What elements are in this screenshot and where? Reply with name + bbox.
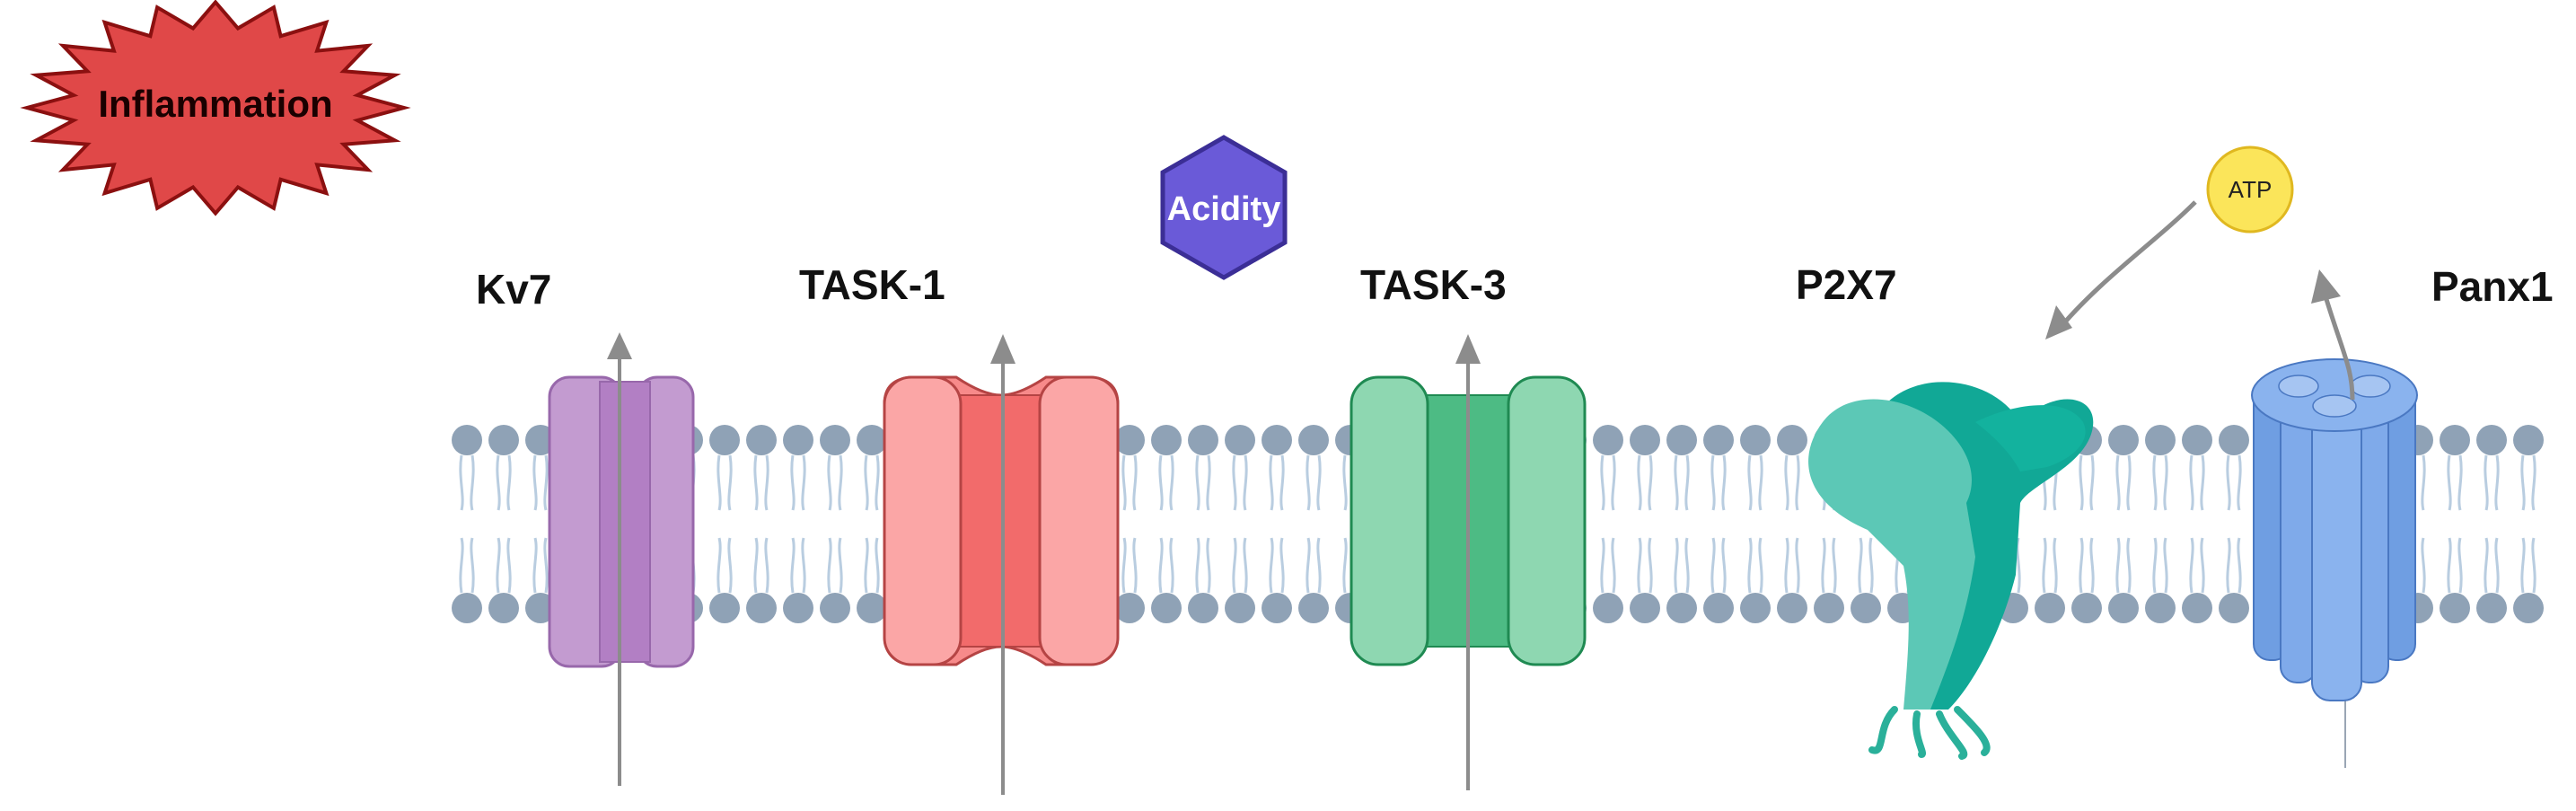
- lipid-head: [1188, 593, 1218, 623]
- panx1-efflux-arrow: [2323, 295, 2355, 401]
- atp-label: ATP: [2228, 176, 2273, 203]
- lipid-head: [1114, 593, 1145, 623]
- lipid-head: [1593, 593, 1623, 623]
- lipid-head: [1262, 425, 1292, 455]
- lipid-head: [1851, 593, 1881, 623]
- task1-channel: [883, 334, 1120, 795]
- kv7-channel: [548, 332, 695, 786]
- lipid-head: [1740, 593, 1771, 623]
- lipid-head: [1666, 425, 1697, 455]
- lipid-head: [452, 425, 482, 455]
- lipid-head: [1630, 593, 1660, 623]
- lipid-head: [2476, 425, 2507, 455]
- inflammation-label: Inflammation: [98, 83, 333, 125]
- inflammation-starburst: [20, 0, 411, 216]
- lipid-head: [1777, 593, 1807, 623]
- lipid-head: [2035, 593, 2065, 623]
- lipid-head: [1703, 425, 1734, 455]
- lipid-head: [746, 425, 777, 455]
- lipid-head: [820, 593, 850, 623]
- p2x7-receptor: [1808, 382, 2094, 760]
- lipid-head: [709, 425, 740, 455]
- task3-label: TASK-3: [1360, 261, 1507, 308]
- lipid-head: [857, 593, 887, 623]
- lipid-head: [2440, 425, 2470, 455]
- lipid-head: [1630, 425, 1660, 455]
- acidity-hexagon: [1160, 135, 1288, 280]
- lipid-head: [488, 425, 519, 455]
- atp-binding-arrow: [2054, 200, 2197, 334]
- lipid-head: [1593, 425, 1623, 455]
- lipid-head: [2071, 593, 2102, 623]
- lipid-head: [2145, 425, 2176, 455]
- lipid-head: [1114, 425, 1145, 455]
- lipid-head: [2182, 593, 2212, 623]
- lipid-head: [1151, 425, 1182, 455]
- task1-label: TASK-1: [799, 261, 945, 308]
- lipid-head: [2440, 593, 2470, 623]
- lipid-head: [1666, 593, 1697, 623]
- lipid-head: [1740, 425, 1771, 455]
- lipid-head: [1262, 593, 1292, 623]
- lipid-head: [2513, 593, 2544, 623]
- lipid-head: [1225, 593, 1255, 623]
- lipid-head: [1298, 425, 1329, 455]
- panx1-label: Panx1: [2431, 263, 2554, 310]
- lipid-head: [2219, 593, 2249, 623]
- lipid-head: [2513, 425, 2544, 455]
- lipid-head: [709, 593, 740, 623]
- lipid-head: [2145, 593, 2176, 623]
- lipid-head: [783, 425, 813, 455]
- lipid-head: [1777, 425, 1807, 455]
- p2x7-label: P2X7: [1796, 261, 1897, 308]
- acidity-label: Acidity: [1166, 190, 1281, 228]
- lipid-head: [1298, 593, 1329, 623]
- lipid-head: [452, 593, 482, 623]
- lipid-head: [2476, 593, 2507, 623]
- lipid-head: [1814, 593, 1844, 623]
- task3-channel: [1350, 334, 1587, 790]
- lipid-head: [2219, 425, 2249, 455]
- lipid-head: [488, 593, 519, 623]
- lipid-head: [746, 593, 777, 623]
- atp-molecule: [2206, 145, 2294, 234]
- lipid-head: [2182, 425, 2212, 455]
- lipid-head: [1225, 425, 1255, 455]
- lipid-head: [1188, 425, 1218, 455]
- lipid-head: [1151, 593, 1182, 623]
- panx1-channel: [2251, 358, 2418, 768]
- lipid-head: [1703, 593, 1734, 623]
- lipid-head: [2108, 425, 2139, 455]
- lipid-head: [820, 425, 850, 455]
- lipid-head: [857, 425, 887, 455]
- lipid-head: [2108, 593, 2139, 623]
- kv7-label: Kv7: [476, 266, 552, 313]
- lipid-head: [783, 593, 813, 623]
